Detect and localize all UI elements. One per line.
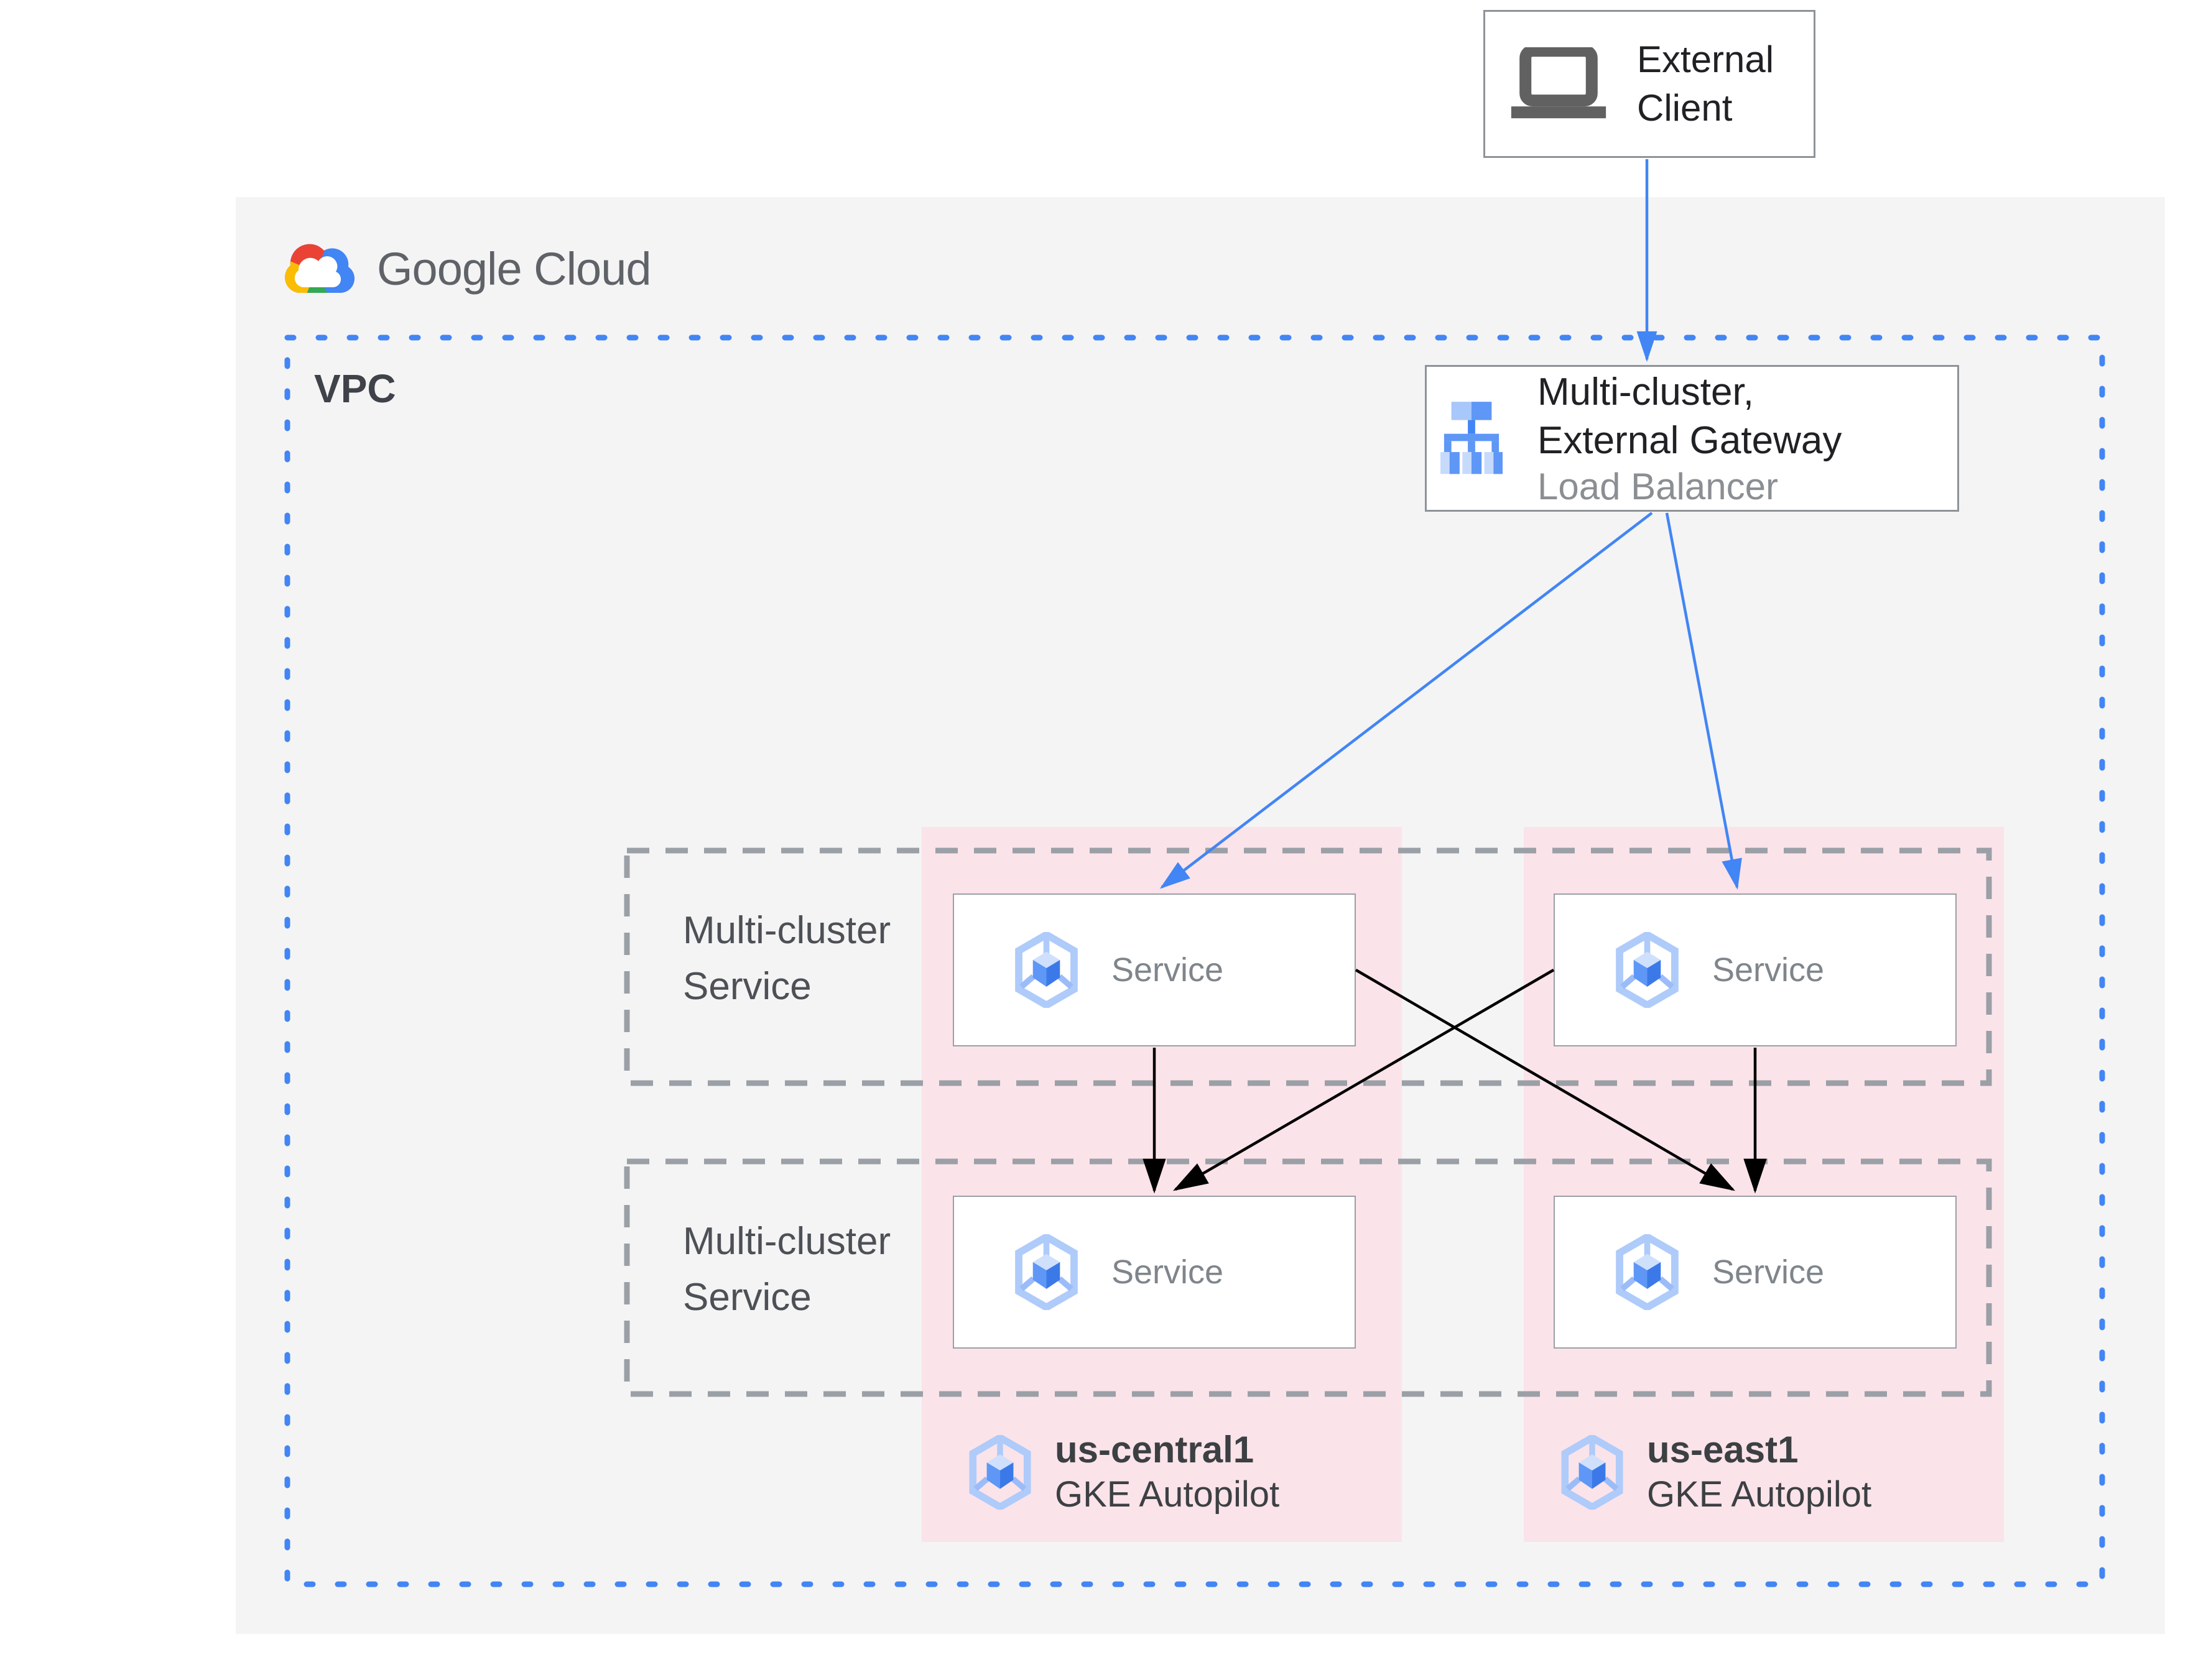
service-node-row2-us-east1: Service [1554,1196,1957,1349]
gke-service-icon [1615,932,1680,1008]
google-cloud-logo: Google Cloud [280,238,652,299]
external-client-label: External Client [1637,39,1774,129]
service-label: Service [1712,951,1825,989]
multicluster-service-row2-label: Multi-cluster Service [683,1220,891,1319]
cluster-text: us-east1 GKE Autopilot [1647,1428,1871,1517]
external-client-node: External Client [1483,10,1815,158]
google-cloud-logo-icon [285,244,355,293]
vpc-label: VPC [314,366,396,411]
gke-service-icon [1615,1234,1680,1310]
load-balancer-text: Multi-cluster, External Gateway Load Bal… [1537,368,1898,509]
cluster-text: us-central1 GKE Autopilot [1055,1428,1279,1517]
load-balancer-name: Multi-cluster, External Gateway [1537,371,1842,462]
service-node-row1-us-east1: Service [1554,893,1957,1046]
service-label: Service [1712,1253,1825,1291]
cluster-tag-us-east1: us-east1 GKE Autopilot [1560,1428,1871,1517]
multicluster-service-row1-label: Multi-cluster Service [683,909,891,1008]
cluster-tag-us-central1: us-central1 GKE Autopilot [968,1428,1279,1517]
load-balancer-node: Multi-cluster, External Gateway Load Bal… [1425,365,1959,512]
laptop-icon [1511,47,1606,119]
service-label: Service [1111,951,1224,989]
load-balancer-icon [1440,402,1503,474]
cluster-platform: GKE Autopilot [1647,1474,1872,1515]
gke-service-icon [1014,932,1079,1008]
service-label: Service [1111,1253,1224,1291]
cluster-region: us-central1 [1055,1429,1254,1470]
gke-cluster-icon [1560,1435,1625,1510]
gke-cluster-icon [968,1435,1032,1510]
google-cloud-logo-text: Google Cloud [377,242,652,295]
service-node-row1-us-central1: Service [953,893,1356,1046]
service-node-row2-us-central1: Service [953,1196,1356,1349]
load-balancer-type: Load Balancer [1537,466,1778,507]
cluster-platform: GKE Autopilot [1055,1474,1280,1515]
cluster-region: us-east1 [1647,1429,1799,1470]
gke-service-icon [1014,1234,1079,1310]
